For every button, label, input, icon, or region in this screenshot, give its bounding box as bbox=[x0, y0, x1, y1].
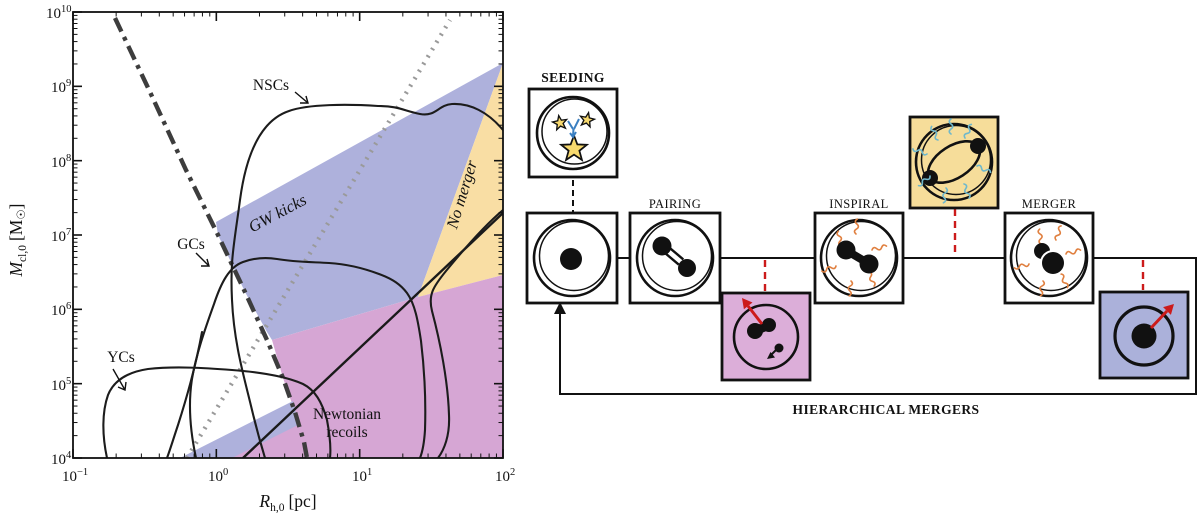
nsc-contour-right bbox=[429, 208, 503, 458]
x-tick: 101 bbox=[352, 467, 372, 485]
star-formation-icon bbox=[550, 110, 597, 161]
y-tick-labels: 1010 109 108 107 106 105 104 bbox=[46, 4, 72, 468]
shaded-regions bbox=[180, 63, 503, 458]
newtonian-ejection-box bbox=[720, 291, 812, 382]
gw-kicks-region bbox=[216, 63, 503, 340]
merger-label: MERGER bbox=[1022, 197, 1077, 211]
y-tick: 108 bbox=[51, 153, 71, 171]
flow-connectors bbox=[554, 180, 1197, 395]
inspiral-box bbox=[813, 211, 905, 305]
seed-trajectory-mark bbox=[567, 118, 580, 139]
mass-radius-plot: GW kicks No merger Newtonian recoils NSC… bbox=[6, 4, 515, 514]
y-tick: 107 bbox=[51, 227, 71, 245]
newtonian-label-line2: recoils bbox=[326, 424, 367, 441]
loop-connector bbox=[559, 257, 1197, 395]
y-tick: 104 bbox=[51, 450, 72, 468]
y-axis-label: Mcl,0[M☉] bbox=[6, 203, 29, 277]
gw-emission-box bbox=[908, 115, 1000, 210]
yc-contour bbox=[102, 366, 332, 458]
inspiral-label: INSPIRAL bbox=[829, 197, 888, 211]
x-axis-label: Rh,0[pc] bbox=[258, 491, 316, 514]
dash-dot-boundary-line bbox=[113, 17, 310, 458]
y-tick: 106 bbox=[51, 301, 71, 319]
remnant-kick-ejection-icon bbox=[1113, 304, 1175, 367]
population-contours bbox=[102, 102, 503, 458]
x-tick: 102 bbox=[495, 467, 515, 485]
axis-ticks bbox=[72, 11, 504, 459]
bh-merger-remnant-icon bbox=[1013, 224, 1082, 297]
gc-label: GCs bbox=[177, 236, 205, 253]
dotted-reference-line bbox=[185, 18, 452, 458]
eccentric-binary-gw-icon bbox=[911, 118, 993, 204]
x-tick: 10−1 bbox=[62, 467, 88, 485]
y-tick: 109 bbox=[51, 78, 71, 96]
no-merger-region bbox=[418, 63, 503, 297]
newtonian-label-line1: Newtonian bbox=[313, 406, 381, 423]
binary-recoil-ejection-icon bbox=[742, 298, 784, 359]
merger-box bbox=[1003, 211, 1095, 305]
loop-arrowhead bbox=[554, 302, 566, 314]
seeding-label: SEEDING bbox=[541, 70, 605, 85]
hierarchical-mergers-label: HIERARCHICAL MERGERS bbox=[793, 402, 980, 417]
bh-binary-gw-icon bbox=[820, 218, 888, 297]
cluster-box bbox=[525, 211, 619, 305]
pairing-label: PAIRING bbox=[649, 197, 701, 211]
seeding-box bbox=[527, 87, 619, 179]
gc-contour bbox=[188, 256, 427, 458]
nsc-label-arrow bbox=[294, 91, 309, 104]
gw-kick-ejection-box bbox=[1098, 290, 1190, 380]
yc-label-arrow bbox=[112, 368, 127, 392]
x-tick: 100 bbox=[208, 467, 228, 485]
gc-label-arrow bbox=[195, 252, 210, 267]
hierarchical-merger-diagram: SEEDING PAIRING bbox=[525, 70, 1197, 417]
nsc-label: NSCs bbox=[253, 77, 289, 94]
y-tick: 105 bbox=[51, 376, 71, 394]
x-tick-labels: 10−1 100 101 102 bbox=[62, 467, 515, 485]
pairing-box bbox=[628, 211, 722, 305]
newtonian-recoils-region bbox=[272, 275, 503, 458]
newtonian-recoils-label: Newtonian recoils bbox=[313, 406, 381, 441]
nsc-contour bbox=[230, 102, 503, 458]
contour-detail bbox=[165, 330, 204, 458]
cluster-with-bh-icon bbox=[560, 248, 582, 270]
bh-binary-icon bbox=[652, 236, 696, 277]
yc-label: YCs bbox=[107, 349, 135, 366]
y-tick: 1010 bbox=[46, 4, 72, 22]
